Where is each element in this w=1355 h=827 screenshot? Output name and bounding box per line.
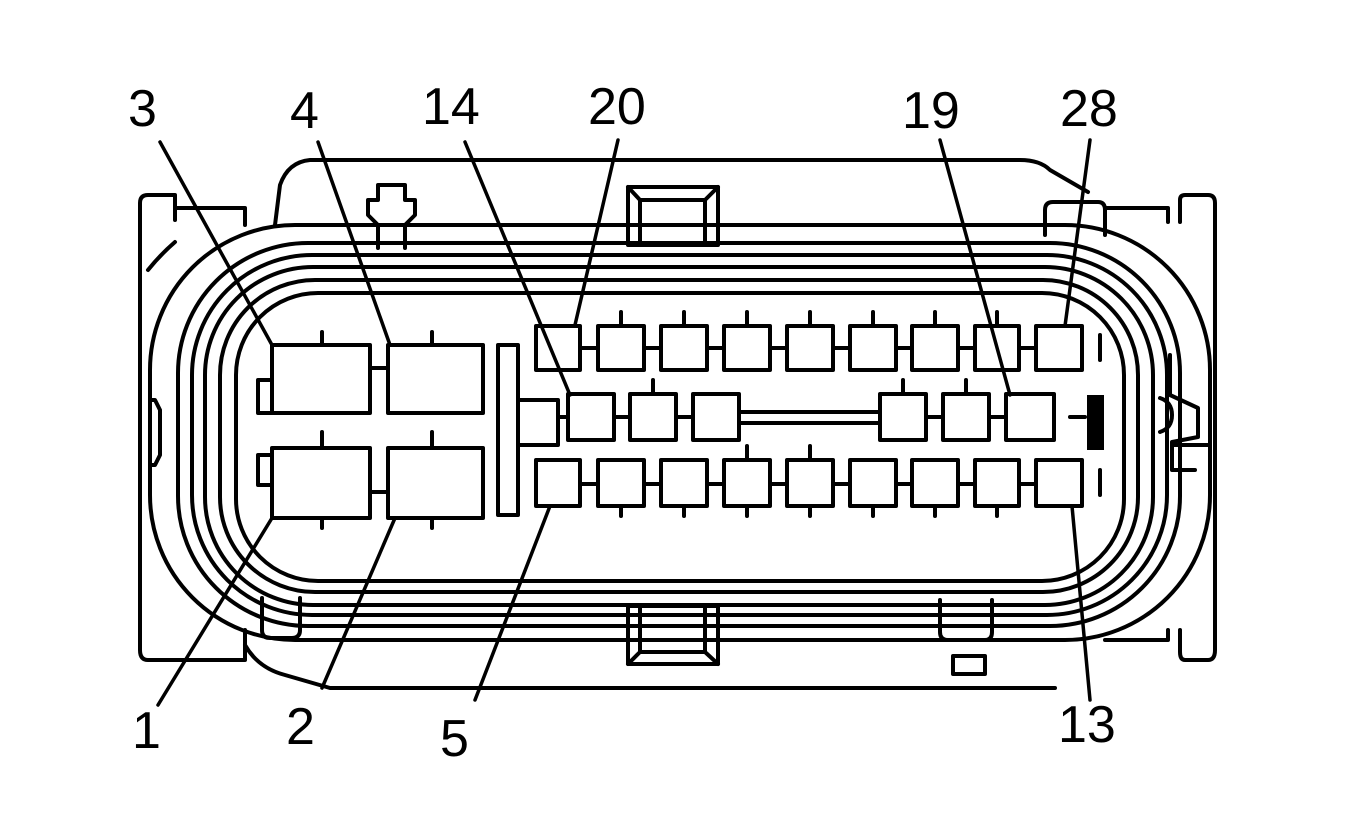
pin-label-13: 13 <box>1058 696 1116 754</box>
pin-label-2: 2 <box>286 698 315 756</box>
cavity-2 <box>386 446 485 520</box>
cavity-4 <box>386 343 485 415</box>
seal-rings <box>176 241 1182 628</box>
cavity-3 <box>270 343 372 415</box>
leader-lines <box>156 138 1092 707</box>
bottom-row-cavities <box>534 444 1102 518</box>
pin-label-28: 28 <box>1060 80 1118 138</box>
cavity-1 <box>270 446 372 520</box>
large-cavities <box>256 330 485 530</box>
pin-label-19: 19 <box>902 82 960 140</box>
pin-label-5: 5 <box>440 710 469 768</box>
pin-label-3: 3 <box>128 80 157 138</box>
divider-bar <box>496 343 560 517</box>
lock-tabs <box>260 183 1107 676</box>
pin-labels: 3 4 14 20 19 28 1 2 5 13 <box>128 78 1118 768</box>
pin-label-14: 14 <box>422 78 480 136</box>
pin-label-1: 1 <box>132 702 161 760</box>
pin-label-20: 20 <box>588 78 646 136</box>
polarization-key <box>1087 395 1104 450</box>
top-row-cavities <box>534 310 1102 372</box>
middle-row-cavities <box>556 378 1087 442</box>
pin-label-4: 4 <box>290 82 319 140</box>
